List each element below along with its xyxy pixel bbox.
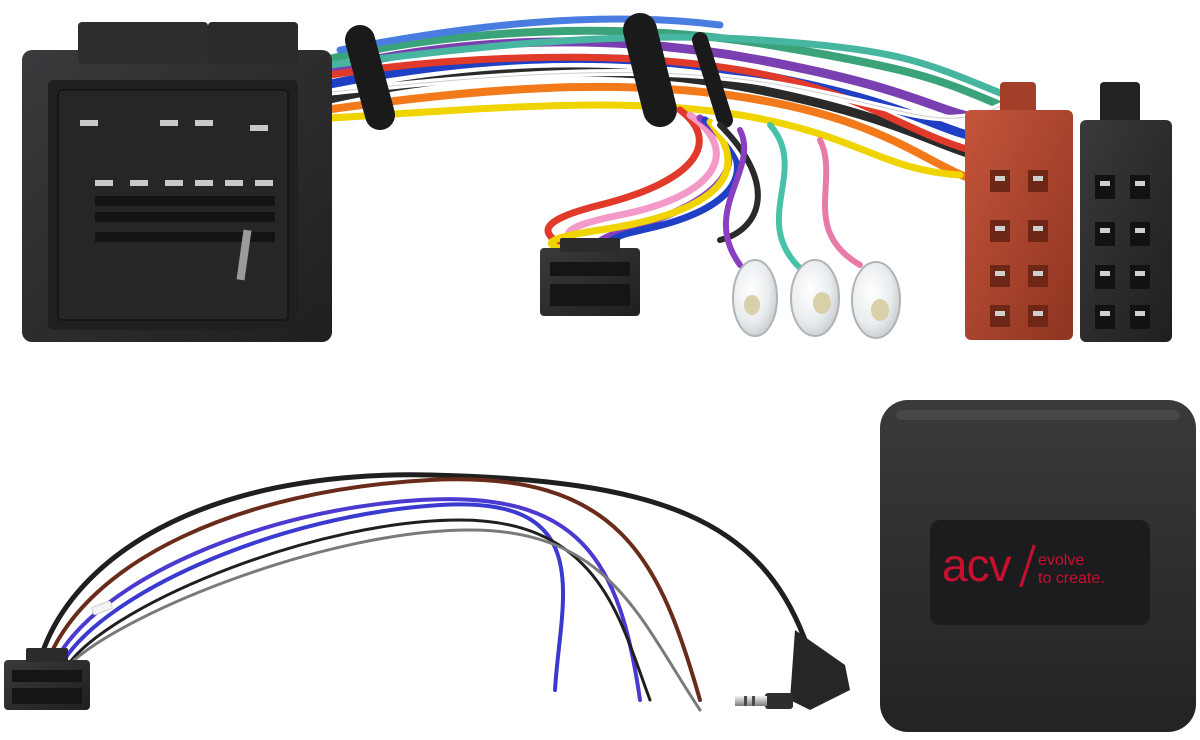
- cable-tie: [91, 600, 113, 616]
- connector-cavities: [95, 196, 275, 242]
- logo-slash: [1019, 544, 1036, 588]
- slogan-line-2: to create.: [1038, 570, 1105, 587]
- interface-module-box: [880, 400, 1196, 732]
- rca-connector-1: [732, 259, 778, 337]
- rca-connector-3: [851, 261, 901, 339]
- branch-wires: [544, 106, 863, 271]
- connector-pins: [80, 120, 273, 186]
- jack-plug-3-5mm: [735, 630, 850, 710]
- acv-logo: acv evolve to create.: [942, 540, 1142, 610]
- remote-16pin-connector: [4, 648, 90, 710]
- rca-connector-2: [790, 259, 840, 337]
- acv-logo-text: acv: [942, 539, 1012, 591]
- steering-remote-cable: [37, 472, 808, 712]
- vehicle-connector: [22, 22, 332, 342]
- harness-wire-bundle: [320, 13, 1024, 189]
- iso-power-connector: [965, 82, 1073, 340]
- headunit-16pin-connector: [540, 238, 640, 316]
- iso-speaker-connector: [1080, 82, 1172, 342]
- slogan-line-1: evolve: [1038, 552, 1085, 569]
